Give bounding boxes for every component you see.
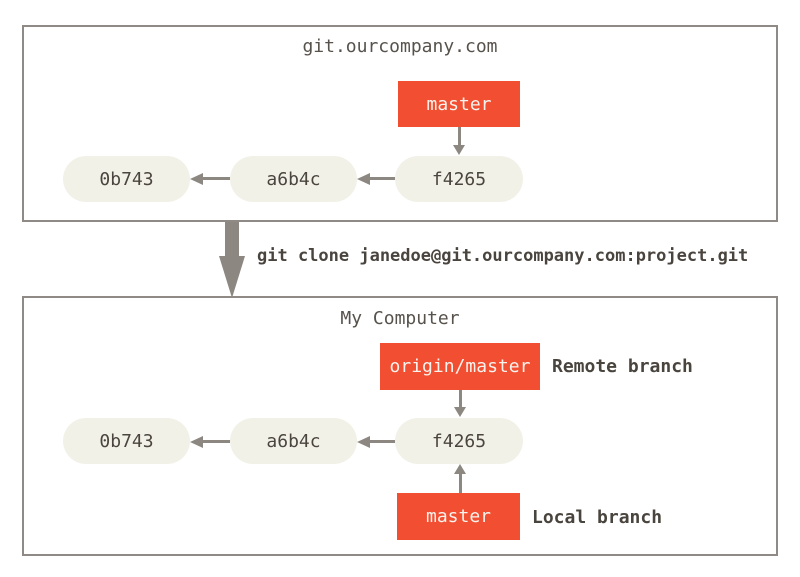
local-branch-note: Local branch [532,507,663,528]
remote-branch-label: origin/master [389,356,531,377]
server-master-branch-tag: master [398,81,520,127]
local-commit-f4265: f4265 [395,418,523,464]
local-branch-arrow-head-icon [454,464,466,474]
local-commit-arrow-stem [203,440,230,443]
local-commit-arrow-head-icon [190,436,203,448]
clone-arrow-head-icon [219,256,245,298]
server-commit-arrow-stem [370,177,395,180]
server-commit-f4265: f4265 [395,156,523,202]
commit-label: f4265 [431,430,487,452]
server-box: git.ourcompany.com master 0b743 a6b4c f4… [22,25,778,222]
local-commit-arrow-stem [370,440,395,443]
server-master-branch-label: master [426,93,492,115]
computer-title: My Computer [340,308,460,329]
server-commit-arrow-head-icon [190,173,203,185]
remote-branch-note: Remote branch [552,356,693,377]
commit-label: a6b4c [266,430,321,452]
computer-box: My Computer origin/master Remote branch … [22,296,778,556]
local-branch-arrow-stem [459,474,462,493]
server-commit-a6b4c: a6b4c [230,156,357,202]
commit-label: 0b743 [99,168,154,190]
server-branch-arrow-head-icon [453,145,465,155]
local-commit-a6b4c: a6b4c [230,418,357,464]
remote-branch-tag: origin/master [380,343,540,390]
local-master-branch-tag: master [397,493,520,540]
commit-label: f4265 [431,168,487,190]
clone-command: git clone janedoe@git.ourcompany.com:pro… [257,246,749,266]
remote-branch-arrow-stem [459,390,462,407]
remote-branch-arrow-head-icon [454,407,466,417]
local-master-branch-label: master [425,506,492,527]
local-commit-0b743: 0b743 [63,418,190,464]
commit-label: a6b4c [266,168,321,190]
server-title: git.ourcompany.com [302,36,498,57]
server-branch-arrow-stem [458,127,461,145]
clone-arrow-stem [225,222,239,256]
server-commit-arrow-head-icon [357,173,370,185]
server-commit-arrow-stem [203,177,230,180]
local-commit-arrow-head-icon [357,436,370,448]
server-commit-0b743: 0b743 [63,156,190,202]
commit-label: 0b743 [99,430,154,452]
